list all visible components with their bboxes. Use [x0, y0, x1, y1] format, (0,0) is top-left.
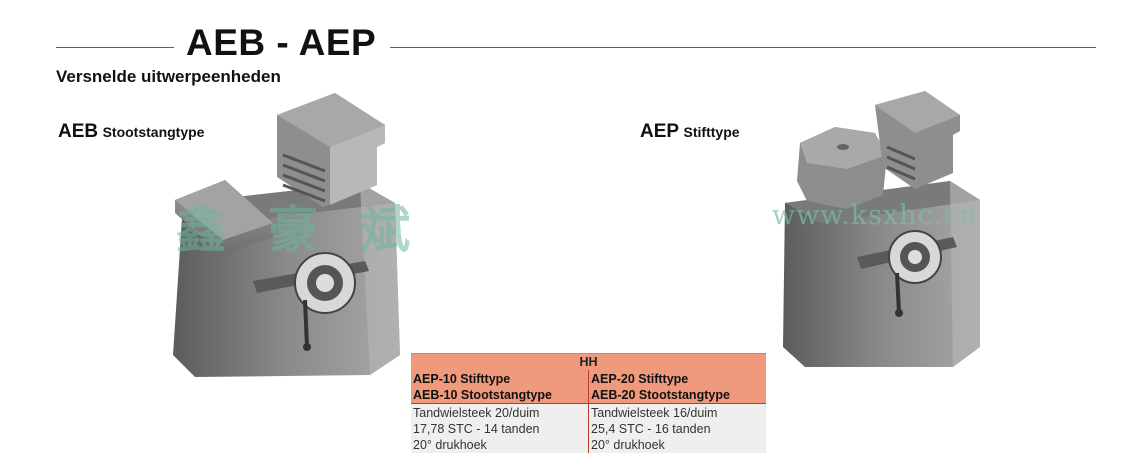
cell-line: 17,78 STC - 14 tanden	[413, 422, 540, 436]
title-rule-left	[56, 47, 174, 48]
aeb-unit-illustration	[173, 93, 400, 377]
product-type: Stifttype	[683, 124, 740, 140]
aep-unit-illustration	[783, 91, 980, 367]
product-label-aeb: AEB Stootstangtype	[58, 121, 204, 143]
column-heading: AEP-10 Stifttype AEB-10 Stootstangtype	[411, 370, 589, 404]
watermark-chinese: 鑫豪斌	[176, 200, 452, 259]
table-header: HH	[411, 353, 766, 370]
table-cell: Tandwielsteek 16/duim 25,4 STC - 16 tand…	[588, 403, 766, 453]
product-code: AEB	[58, 121, 99, 142]
page-title: AEB - AEP	[186, 22, 377, 63]
heading-line: AEP-20 Stifttype	[591, 372, 689, 386]
table-cell: Tandwielsteek 20/duim 17,78 STC - 14 tan…	[411, 403, 589, 453]
product-code: AEP	[640, 121, 680, 142]
table-row: Tandwielsteek 20/duim 17,78 STC - 14 tan…	[411, 403, 766, 453]
title-rule-right	[390, 47, 1096, 48]
product-type: Stootstangtype	[102, 124, 205, 140]
cell-line: Tandwielsteek 20/duim	[413, 406, 540, 420]
table-heading-row: AEP-10 Stifttype AEB-10 Stootstangtype A…	[411, 370, 766, 404]
page-subtitle: Versnelde uitwerpeenheden	[56, 67, 281, 86]
column-heading: AEP-20 Stifttype AEB-20 Stootstangtype	[588, 370, 766, 404]
heading-line: AEP-10 Stifttype	[413, 372, 511, 386]
heading-line: AEB-20 Stootstangtype	[591, 388, 730, 402]
spec-table: HH AEP-10 Stifttype AEB-10 Stootstangtyp…	[411, 353, 766, 453]
product-label-aep: AEP Stifttype	[640, 121, 740, 143]
cell-line: Tandwielsteek 16/duim	[591, 406, 718, 420]
cell-line: 20° drukhoek	[413, 438, 487, 452]
heading-line: AEB-10 Stootstangtype	[413, 388, 552, 402]
watermark-url: www.ksxhc.cn	[772, 200, 978, 231]
cell-line: 25,4 STC - 16 tanden	[591, 422, 711, 436]
cell-line: 20° drukhoek	[591, 438, 665, 452]
